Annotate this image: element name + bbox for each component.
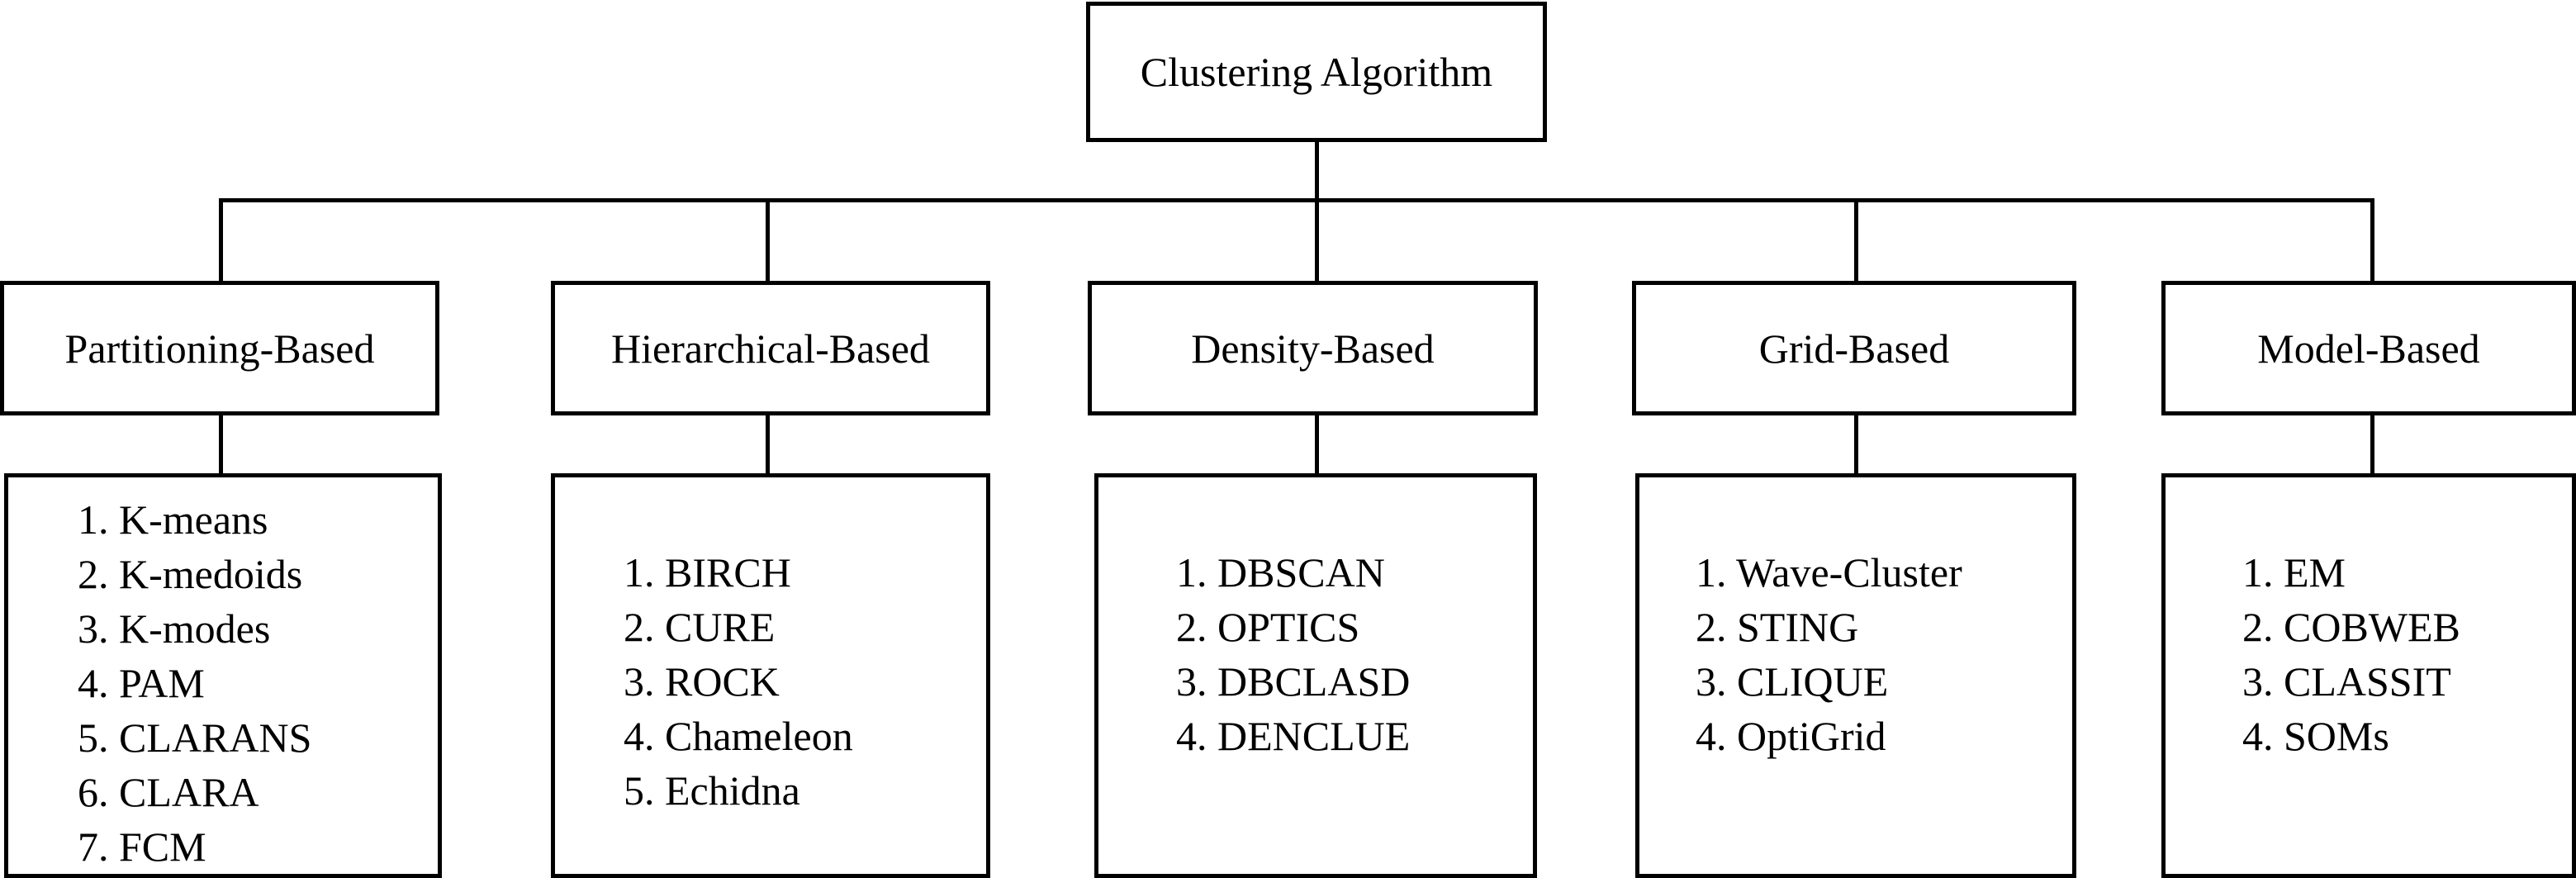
category-label: Density-Based: [1191, 325, 1435, 372]
list-item: 2. COBWEB: [2242, 604, 2460, 650]
list-item: 1. Wave-Cluster: [1696, 549, 1962, 596]
list-connector-model: [2370, 413, 2374, 475]
list-item: 1. K-means: [78, 496, 268, 543]
category-label: Grid-Based: [1758, 325, 1950, 372]
category-label: Hierarchical-Based: [611, 325, 930, 372]
branch-connector-partitioning: [219, 198, 223, 281]
list-item: 2. OPTICS: [1176, 604, 1360, 650]
category-node-hierarchical: Hierarchical-Based: [551, 281, 990, 415]
list-item: 7. FCM: [78, 823, 206, 870]
list-item: 2. CURE: [624, 604, 776, 650]
list-item: 3. K-modes: [78, 605, 271, 652]
root-node: Clustering Algorithm: [1086, 2, 1547, 142]
branch-connector-density: [1315, 198, 1319, 281]
list-item: 1. DBSCAN: [1176, 549, 1385, 596]
branch-connector-model: [2370, 198, 2374, 281]
list-item: 4. PAM: [78, 660, 205, 706]
category-node-model: Model-Based: [2161, 281, 2576, 415]
list-item: 3. CLIQUE: [1696, 658, 1889, 705]
list-item: 6. CLARA: [78, 769, 259, 815]
list-item: 5. CLARANS: [78, 714, 312, 761]
algorithm-list-partitioning: 1. K-means 2. K-medoids 3. K-modes 4. PA…: [4, 473, 442, 878]
branch-connector-hierarchical: [766, 198, 770, 281]
algorithm-list-density: 1. DBSCAN 2. OPTICS 3. DBCLASD 4. DENCLU…: [1094, 473, 1537, 878]
list-item: 4. DENCLUE: [1176, 713, 1411, 759]
category-label: Partitioning-Based: [64, 325, 375, 372]
category-label: Model-Based: [2257, 325, 2480, 372]
list-item: 1. EM: [2242, 549, 2346, 596]
category-node-partitioning: Partitioning-Based: [0, 281, 439, 415]
list-item: 1. BIRCH: [624, 549, 791, 596]
category-node-density: Density-Based: [1088, 281, 1538, 415]
branch-connector-grid: [1854, 198, 1858, 281]
list-connector-partitioning: [219, 413, 223, 475]
list-item: 2. STING: [1696, 604, 1859, 650]
list-item: 3. ROCK: [624, 658, 780, 705]
algorithm-list-hierarchical: 1. BIRCH 2. CURE 3. ROCK 4. Chameleon 5.…: [551, 473, 990, 878]
list-item: 4. OptiGrid: [1696, 713, 1886, 759]
list-item: 3. CLASSIT: [2242, 658, 2451, 705]
list-item: 2. K-medoids: [78, 551, 303, 597]
list-connector-grid: [1854, 413, 1858, 475]
list-item: 4. Chameleon: [624, 713, 853, 759]
algorithm-list-grid: 1. Wave-Cluster 2. STING 3. CLIQUE 4. Op…: [1635, 473, 2076, 878]
algorithm-list-model: 1. EM 2. COBWEB 3. CLASSIT 4. SOMs: [2161, 473, 2576, 878]
root-connector: [1315, 140, 1319, 201]
horizontal-bus: [219, 198, 2374, 202]
list-item: 5. Echidna: [624, 767, 800, 814]
list-item: 3. DBCLASD: [1176, 658, 1411, 705]
root-label: Clustering Algorithm: [1140, 49, 1493, 95]
category-node-grid: Grid-Based: [1632, 281, 2076, 415]
list-connector-hierarchical: [766, 413, 770, 475]
list-connector-density: [1315, 413, 1319, 475]
list-item: 4. SOMs: [2242, 713, 2389, 759]
